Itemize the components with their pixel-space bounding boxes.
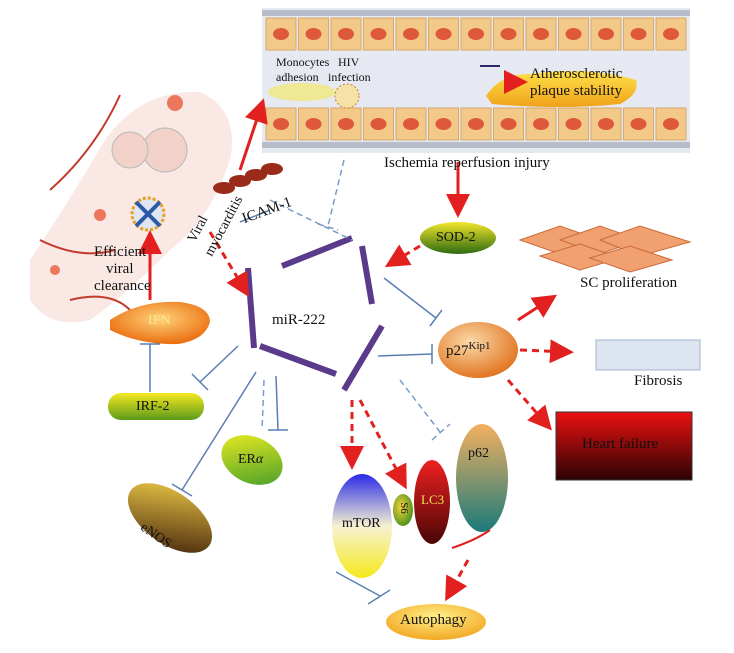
endothelial-cell [525,107,557,141]
er-alpha-base: ER [238,452,256,467]
ifn-node [110,301,210,345]
cell-nucleus [338,118,354,130]
fibrosis-icon [595,339,701,371]
p27-label: p27Kip1 [446,340,491,360]
icam1-cells-icon [213,163,283,194]
autophagy-node [386,604,486,640]
cell-nucleus [305,28,322,40]
fibrosis-label: Fibrosis [634,373,683,389]
smooth-muscle-cells-icon [518,225,692,273]
efficient-label: Efficient [94,244,147,260]
mir222-label: miR-222 [272,312,326,328]
p62-node [456,424,508,532]
cell-nucleus [403,118,419,130]
p27-node [438,322,518,378]
cell-nucleus [468,118,484,130]
cell-nucleus [630,28,647,40]
cell-nucleus [305,118,322,130]
p62-arc [451,529,491,549]
enos-node [127,483,213,553]
cell-nucleus [663,28,679,40]
mtor-node [332,474,392,578]
cell-nucleus [598,118,614,130]
blocked-virus-icon [130,196,166,232]
cell-nucleus [370,118,387,130]
cell-nucleus [500,118,517,130]
atherosclerotic-label: Atherosclerotic [530,66,623,82]
viral-clearance-label-2: clearance [94,278,151,294]
p27-base: p27 [446,343,469,359]
myocardial-tissue [30,91,232,323]
lc3-node [414,460,450,544]
viral-clearance-label-1: viral [106,261,134,277]
cell-nucleus [273,28,289,40]
cell-nucleus [533,28,549,40]
activation-arrows [138,98,558,322]
ischemia-label: Ischemia reperfusion injury [384,155,550,171]
s6-label: S6 [397,502,410,514]
monocyte-adhesion-shape [268,83,336,101]
er-alpha-label: ERα [238,452,263,468]
adhesion-label: adhesion [276,70,319,84]
autophagy-label: Autophagy [400,612,467,628]
cell-nucleus [565,28,582,40]
cell-nucleus [435,28,452,40]
ifn-label: IFN [148,313,171,328]
irf2-node [108,393,204,420]
hiv-label: HIV [338,55,360,69]
cell-nucleus [370,28,387,40]
cell-nucleus [435,118,452,130]
sod2-node [420,222,496,254]
s6-node [393,494,413,526]
lc3-label: LC3 [421,492,445,507]
sod2-label: SOD-2 [436,230,476,245]
cell-nucleus [565,118,582,130]
heart-failure-box [555,411,693,481]
cell-nucleus [273,118,289,130]
plaque-stability-label: plaque stability [530,83,623,99]
er-alpha-node [221,435,283,485]
p62-label: p62 [468,446,489,461]
mtor-label: mTOR [342,516,381,531]
cell-nucleus [338,28,354,40]
irf2-label: IRF-2 [136,399,170,414]
cell-nucleus [500,28,517,40]
hiv-particle-icon [334,83,360,109]
monocytes-label: Monocytes [276,55,330,69]
dashed-inhibition-lines [261,159,451,441]
sc-proliferation-label: SC proliferation [580,275,678,291]
cell-nucleus [533,118,549,130]
er-alpha-greek: α [255,452,264,467]
heart-failure-label: Heart failure [582,436,659,452]
inhibition-lines [140,209,443,605]
cell-nucleus [630,118,647,130]
infection-label: infection [328,70,371,84]
cell-nucleus [663,118,679,130]
plaque-mirna-icon [480,65,500,67]
cell-nucleus [598,28,614,40]
dashed-activation-arrows [208,70,574,602]
cell-nucleus [468,28,484,40]
cell-nucleus [403,28,419,40]
p27-superscript: Kip1 [468,340,491,352]
